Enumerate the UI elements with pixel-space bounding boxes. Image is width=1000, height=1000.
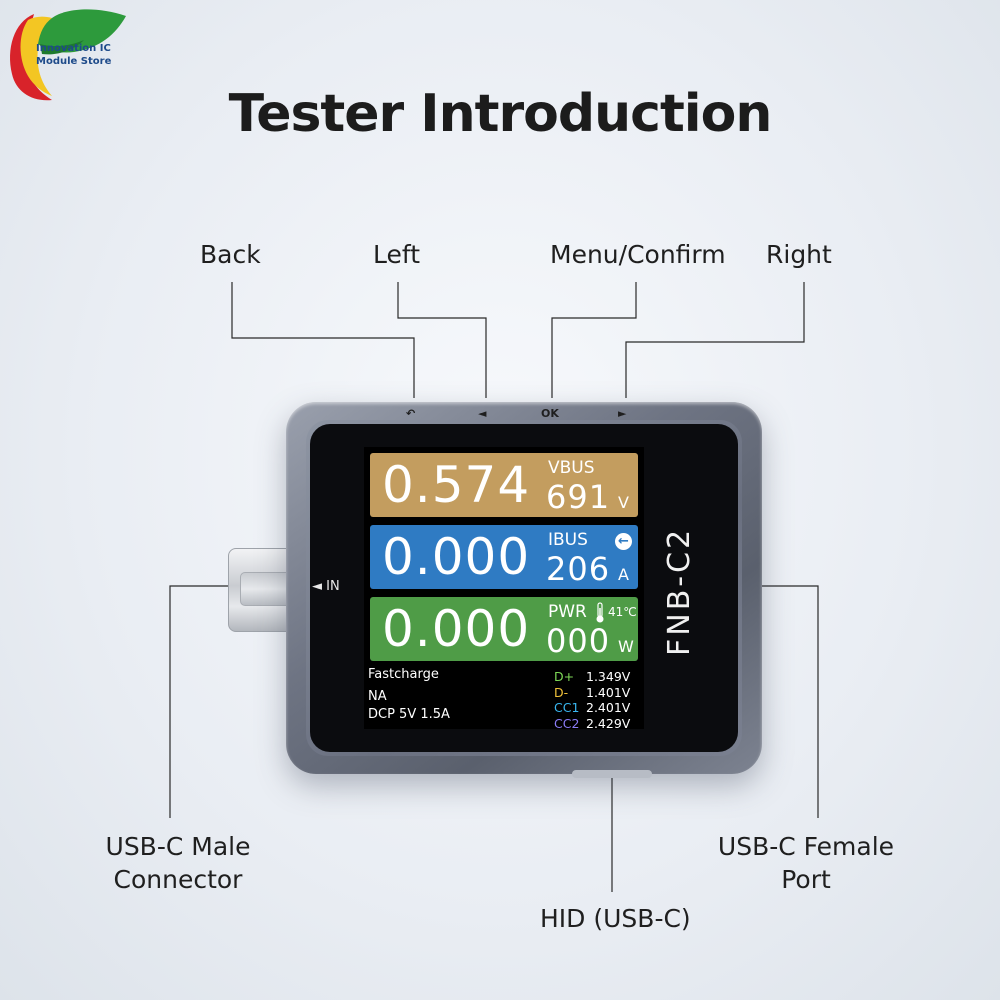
female-callout-line bbox=[752, 585, 819, 818]
logo-line-1: Innovation IC bbox=[36, 43, 111, 54]
line-value-dminus: 1.401V bbox=[586, 684, 631, 700]
leaf-logo-icon bbox=[10, 9, 126, 101]
usb-c-female-label: USB-C Female Port bbox=[706, 830, 906, 896]
ok-button[interactable]: OK bbox=[541, 407, 559, 420]
protocol-value: NA bbox=[368, 689, 387, 704]
hid-label: HID (USB-C) bbox=[540, 904, 691, 933]
logo-text: Innovation IC Module Store bbox=[36, 42, 111, 68]
charge-mode: DCP 5V 1.5A bbox=[368, 707, 450, 722]
usb-c-male-line-1: USB-C Male bbox=[105, 832, 251, 861]
temperature-value: 41℃ bbox=[608, 605, 637, 619]
back-button[interactable]: ↶ bbox=[406, 407, 416, 420]
usb-c-female-line-2: Port bbox=[781, 865, 831, 894]
right-label: Right bbox=[766, 240, 832, 269]
menu-confirm-label: Menu/Confirm bbox=[550, 240, 726, 269]
male-callout-line bbox=[169, 585, 236, 818]
power-reading: 0.000 bbox=[382, 600, 531, 658]
in-port-label: ◄ IN bbox=[312, 579, 340, 594]
usb-c-male-line-2: Connector bbox=[113, 865, 243, 894]
pwr-sub-value: 000 bbox=[546, 622, 611, 660]
pwr-panel: 0.000 PWR 41℃ 000 W bbox=[370, 597, 638, 661]
thermometer-icon bbox=[596, 602, 604, 623]
vbus-panel: 0.574 VBUS 691 V bbox=[370, 453, 638, 517]
usb-c-plug-tip bbox=[240, 572, 292, 606]
line-label-cc1: CC1 bbox=[554, 700, 580, 715]
pwr-tag: PWR bbox=[548, 602, 587, 622]
lcd-screen: 0.574 VBUS 691 V 0.000 IBUS ← 206 A 0.00… bbox=[364, 447, 644, 731]
left-label: Left bbox=[373, 240, 421, 269]
ibus-panel: 0.000 IBUS ← 206 A bbox=[370, 525, 638, 589]
page-title: Tester Introduction bbox=[228, 84, 773, 144]
usb-c-male-label: USB-C Male Connector bbox=[88, 830, 268, 896]
menu-callout-line bbox=[551, 282, 637, 398]
line-value-cc2: 2.429V bbox=[586, 715, 631, 731]
right-button[interactable]: ► bbox=[618, 407, 627, 420]
vbus-tag: VBUS bbox=[548, 458, 595, 478]
store-logo bbox=[4, 4, 129, 104]
vbus-sub-value: 691 bbox=[546, 478, 611, 516]
vbus-unit: V bbox=[618, 493, 629, 512]
usb-c-female-line-1: USB-C Female bbox=[717, 832, 895, 861]
ibus-tag: IBUS bbox=[548, 530, 588, 550]
line-value-cc1: 2.401V bbox=[586, 700, 631, 715]
hid-usb-c-port bbox=[572, 770, 652, 778]
pwr-unit: W bbox=[618, 637, 634, 656]
voltage-reading: 0.574 bbox=[382, 456, 531, 514]
direction-arrow-icon: ← bbox=[615, 533, 632, 550]
line-label-dminus: D- bbox=[554, 684, 569, 700]
fastcharge-label: Fastcharge bbox=[368, 667, 439, 682]
line-label-dplus: D+ bbox=[554, 669, 575, 684]
back-callout-line bbox=[231, 282, 415, 398]
right-callout-line bbox=[625, 282, 805, 398]
back-label: Back bbox=[200, 240, 261, 269]
ibus-sub-value: 206 bbox=[546, 550, 611, 588]
line-label-cc2: CC2 bbox=[554, 715, 580, 731]
left-button[interactable]: ◄ bbox=[478, 407, 487, 420]
current-reading: 0.000 bbox=[382, 528, 531, 586]
line-value-dplus: 1.349V bbox=[586, 669, 631, 684]
ibus-unit: A bbox=[618, 565, 629, 584]
logo-line-2: Module Store bbox=[36, 56, 112, 67]
model-name: FNB-C2 bbox=[662, 526, 697, 656]
left-callout-line bbox=[397, 282, 487, 398]
